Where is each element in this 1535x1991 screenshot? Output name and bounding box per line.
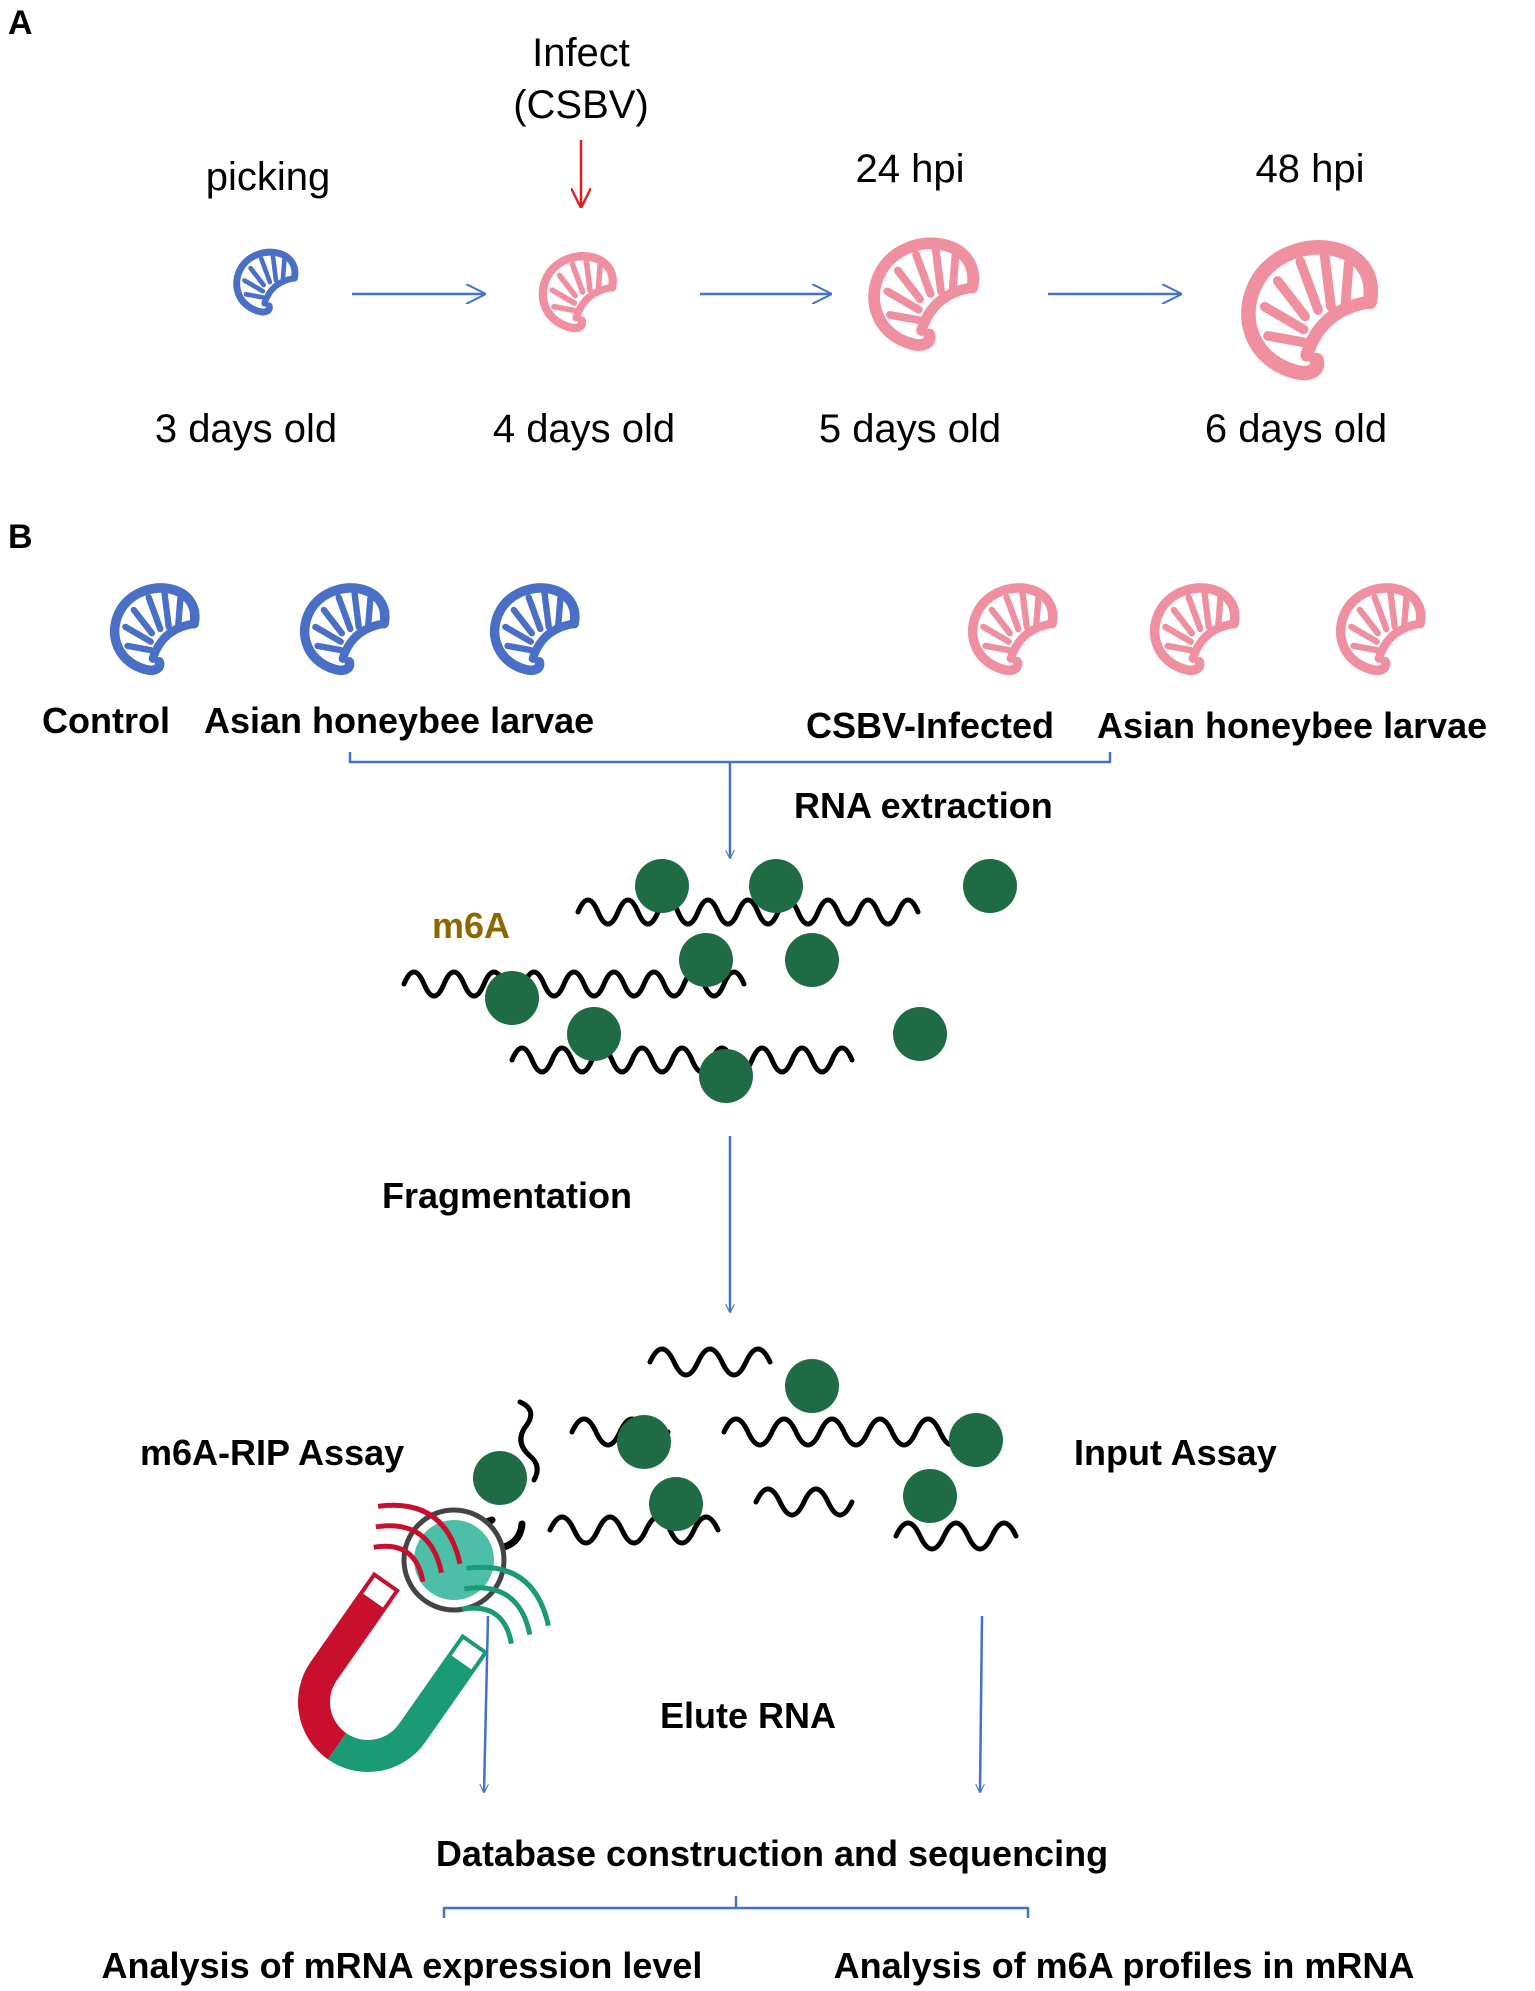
input-assay-label: Input Assay [1074, 1432, 1277, 1473]
m6a-site [617, 1415, 671, 1469]
rna-fragment [721, 1416, 967, 1448]
magnet-field-green [461, 1564, 551, 1645]
larva-6-days-icon [1248, 247, 1370, 373]
analysis-right-label: Analysis of m6A profiles in mRNA [834, 1945, 1415, 1986]
analysis-left-label: Analysis of mRNA expression level [102, 1945, 703, 1986]
stage-1-age-label: 3 days old [155, 407, 337, 451]
stage-3-age-label: 5 days old [819, 407, 1001, 451]
control-larva-1-icon [115, 588, 195, 670]
m6a-site [699, 1049, 753, 1103]
rna-fragment [753, 1486, 855, 1518]
rna-extraction-label: RNA extraction [794, 785, 1053, 826]
antibody-bead [401, 1399, 540, 1613]
group-bracket [348, 752, 1112, 778]
stage-2-age-label: 4 days old [493, 407, 675, 451]
m6a-site [635, 859, 689, 913]
m6a-site [679, 933, 733, 987]
magnet-field-red [373, 1502, 463, 1583]
m6a-site [473, 1451, 527, 1505]
magnet-green-tip [451, 1639, 483, 1670]
m6a-site [785, 933, 839, 987]
stage-4-age-label: 6 days old [1205, 407, 1387, 451]
stage-3-top-label: 24 hpi [856, 147, 965, 191]
infect-virus-label: (CSBV) [513, 83, 649, 127]
magnet-icon [298, 1502, 551, 1772]
magnet-red-arm [298, 1571, 400, 1760]
fragmentation-label: Fragmentation [382, 1175, 632, 1216]
infected-label: CSBV-Infected [806, 705, 1054, 746]
larva-4-days-icon [543, 256, 613, 328]
rna-fragment [893, 1520, 1019, 1552]
full-length-rna [401, 859, 1017, 1103]
larva-3-days-icon [237, 252, 295, 312]
control-larva-2-icon [305, 588, 385, 670]
m6a-site [893, 1007, 947, 1061]
m6a-site [749, 859, 803, 913]
control-label: Control [42, 700, 170, 741]
stage-1-top-label: picking [206, 155, 331, 199]
m6a-label: m6A [432, 905, 510, 946]
rip-elute-arrow [484, 1615, 490, 1792]
control-larvae-label: Asian honeybee larvae [204, 700, 594, 741]
m6a-site [963, 859, 1017, 913]
analysis-bracket [442, 1896, 1030, 1918]
magnetic-bead [414, 1520, 494, 1600]
rna-fragment [547, 1514, 721, 1546]
infected-larva-3-icon [1341, 588, 1421, 670]
database-label: Database construction and sequencing [436, 1833, 1108, 1874]
infected-larva-2-icon [1155, 588, 1235, 670]
fragmented-rna [547, 1346, 1019, 1552]
m6a-site [485, 971, 539, 1025]
m6a-site [567, 1007, 621, 1061]
panel-b-label: B [8, 518, 33, 556]
input-elute-arrow [980, 1615, 982, 1792]
magnet-red-tip [363, 1577, 395, 1608]
m6a-site [649, 1477, 703, 1531]
rna-strand-1 [575, 897, 921, 927]
control-larva-3-icon [495, 588, 575, 670]
m6a-site [903, 1469, 957, 1523]
rip-assay-label: m6A-RIP Assay [140, 1432, 404, 1473]
larva-5-days-icon [874, 243, 973, 345]
m6a-site [949, 1413, 1003, 1467]
infected-larva-1-icon [973, 588, 1053, 670]
panel-a-label: A [8, 4, 33, 42]
m6a-site [785, 1359, 839, 1413]
rna-strand-2 [401, 969, 747, 999]
magnet-green-arm [327, 1633, 489, 1772]
rna-fragment [647, 1346, 773, 1378]
infect-label: Infect [532, 31, 630, 75]
elute-rna-label: Elute RNA [660, 1695, 836, 1736]
stage-4-top-label: 48 hpi [1256, 147, 1365, 191]
captured-rna-fragment [517, 1399, 540, 1483]
rna-strand-3 [509, 1045, 855, 1075]
infected-larvae-label: Asian honeybee larvae [1097, 705, 1487, 746]
